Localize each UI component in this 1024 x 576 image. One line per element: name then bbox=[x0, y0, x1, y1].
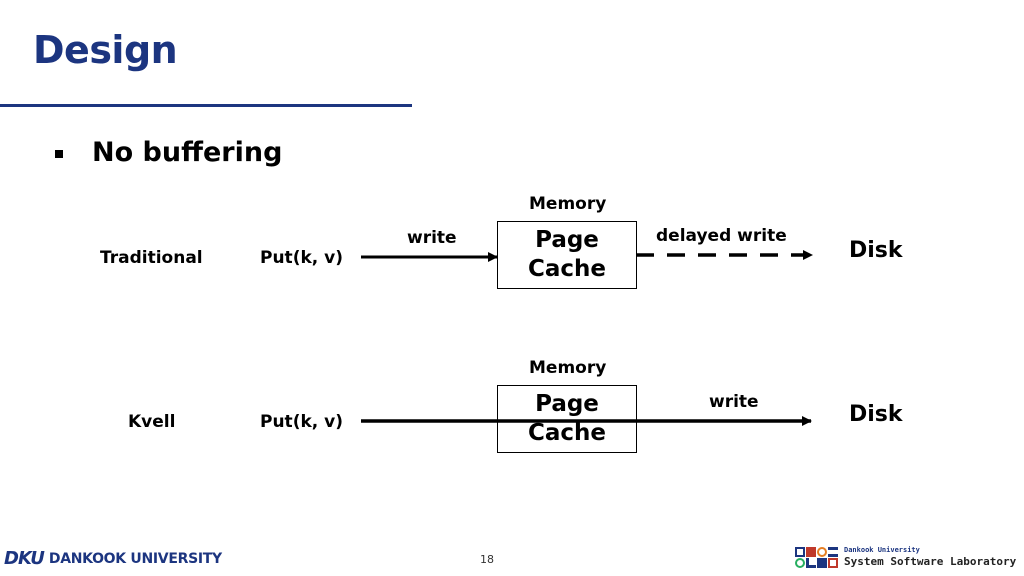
traditional-disk-label: Disk bbox=[849, 238, 903, 263]
title-underline bbox=[0, 104, 412, 107]
page-cache-line1: Page bbox=[535, 391, 599, 417]
traditional-memory-label: Memory bbox=[529, 194, 607, 214]
bullet-square-icon bbox=[55, 150, 63, 158]
traditional-page-cache-box: Page Cache bbox=[497, 221, 637, 289]
traditional-delayed-write-label: delayed write bbox=[656, 226, 787, 246]
kvell-label: Kvell bbox=[128, 412, 176, 432]
lab-logo-grid-icon bbox=[795, 547, 838, 568]
dankook-university-logo: DKU DANKOOK UNIVERSITY bbox=[4, 548, 222, 569]
traditional-label: Traditional bbox=[100, 248, 203, 268]
lab-logo: Dankook University System Software Labor… bbox=[795, 546, 1016, 569]
kvell-write-label: write bbox=[709, 392, 759, 412]
page-cache-line1: Page bbox=[535, 227, 599, 253]
kvell-put-label: Put(k, v) bbox=[260, 412, 343, 432]
kvell-page-cache-box: Page Cache bbox=[497, 385, 637, 453]
kvell-memory-label: Memory bbox=[529, 358, 607, 378]
slide-title: Design bbox=[33, 28, 178, 72]
bullet-text: No buffering bbox=[92, 137, 283, 168]
university-name: DANKOOK UNIVERSITY bbox=[48, 550, 222, 567]
kvell-disk-label: Disk bbox=[849, 402, 903, 427]
page-number: 18 bbox=[480, 553, 494, 566]
traditional-write-label: write bbox=[407, 228, 457, 248]
lab-name-text: System Software Laboratory bbox=[844, 555, 1017, 568]
traditional-put-label: Put(k, v) bbox=[260, 248, 343, 268]
page-cache-line2: Cache bbox=[527, 256, 606, 282]
page-cache-line2: Cache bbox=[527, 420, 606, 446]
lab-university-text: Dankook University bbox=[844, 546, 920, 554]
dku-mark: DKU bbox=[4, 548, 45, 569]
